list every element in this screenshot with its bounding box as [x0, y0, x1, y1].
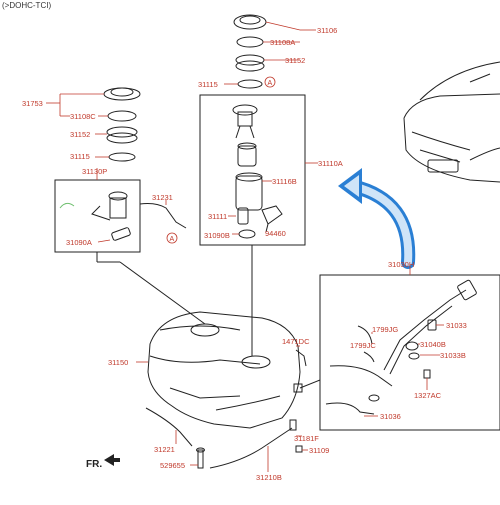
- svg-text:A: A: [268, 80, 273, 87]
- label-31221: 31221: [154, 445, 175, 454]
- sender-94460[interactable]: [261, 205, 283, 233]
- label-31210b: 31210B: [256, 473, 282, 482]
- bracket-31040b[interactable]: [405, 341, 419, 351]
- bolt-31181f[interactable]: [289, 419, 297, 431]
- hose-1799jg[interactable]: [357, 325, 373, 345]
- label-31150: 31150: [108, 358, 128, 367]
- vehicle-illustration: [403, 61, 500, 183]
- hose-1471dc[interactable]: [293, 349, 307, 393]
- label-31033: 31033: [446, 321, 467, 330]
- label-31040b: 31040B: [420, 340, 446, 349]
- label-31231: 31231: [152, 193, 173, 202]
- sender-wire-31231[interactable]: [139, 203, 187, 229]
- filler-neck-box: [319, 274, 500, 431]
- label-31109: 31109: [309, 446, 329, 455]
- ring-31152-left[interactable]: [106, 126, 138, 144]
- strap-31210b[interactable]: [209, 427, 293, 469]
- fuel-tank-31150[interactable]: [147, 311, 301, 429]
- label-31111: 31111: [208, 212, 227, 221]
- ref-a-marker-left: A: [166, 232, 178, 244]
- sender-assembly[interactable]: [59, 191, 128, 221]
- label-1327ac: 1327AC: [414, 391, 442, 400]
- label-31033b: 31033B: [440, 351, 466, 360]
- strainer-31090a[interactable]: [111, 227, 131, 241]
- oring-31115-left[interactable]: [108, 152, 136, 162]
- label-31110a: 31110A: [318, 159, 343, 168]
- label-31115-left: 31115: [70, 152, 90, 161]
- label-31036: 31036: [380, 412, 401, 421]
- label-529655: 529655: [160, 461, 185, 470]
- pump-motor-31111[interactable]: [237, 207, 249, 225]
- strap-31221[interactable]: [145, 407, 193, 447]
- direction-arrow: [338, 168, 416, 269]
- label-31152-left: 31152: [70, 130, 90, 139]
- ref-a-marker-top: A: [264, 76, 276, 88]
- pump-module-flange[interactable]: [232, 104, 258, 139]
- bolt-1327ac[interactable]: [423, 369, 431, 379]
- label-31108a: 31108A: [270, 38, 295, 47]
- pump-reservoir-31116b[interactable]: [235, 172, 263, 211]
- bracket-31033b[interactable]: [408, 352, 420, 360]
- bolt-529655[interactable]: [196, 447, 205, 469]
- label-1799jc: 1799JC: [350, 341, 376, 350]
- cap-31753[interactable]: [103, 87, 141, 101]
- label-1471dc: 1471DC: [282, 337, 310, 346]
- gasket-31108a[interactable]: [236, 36, 264, 48]
- fuel-filter[interactable]: [237, 142, 257, 167]
- svg-text:FR.: FR.: [86, 459, 102, 470]
- strainer-31090b[interactable]: [238, 229, 256, 239]
- front-direction-indicator: FR.: [86, 454, 120, 470]
- gasket-31108c[interactable]: [107, 110, 137, 122]
- label-31130p: 31130P: [82, 167, 107, 176]
- fuel-pump-cap[interactable]: [233, 14, 267, 30]
- label-31116b: 31116B: [272, 177, 297, 186]
- label-31090b: 31090B: [204, 231, 230, 240]
- label-31108c: 31108C: [70, 112, 96, 121]
- ring-31152-top[interactable]: [235, 54, 265, 72]
- hose-1799jc[interactable]: [363, 351, 375, 363]
- label-94460: 94460: [265, 229, 286, 238]
- filler-neck-pipe[interactable]: [329, 279, 477, 387]
- oring-31115-top[interactable]: [237, 79, 263, 89]
- diagram-header: (>DOHC-TCI): [2, 1, 51, 10]
- hose-31036[interactable]: [325, 394, 380, 415]
- label-31152-top: 31152: [285, 56, 305, 65]
- label-31753: 31753: [22, 99, 43, 108]
- label-31115-top: 31115: [198, 80, 218, 89]
- svg-text:A: A: [170, 236, 175, 243]
- label-31030h: 31030H: [388, 260, 414, 269]
- label-31090a: 31090A: [66, 238, 92, 247]
- label-31106: 31106: [317, 26, 337, 35]
- nut-31109[interactable]: [295, 445, 303, 453]
- label-1799jg: 1799JG: [372, 325, 398, 334]
- label-31181f: 31181F: [294, 434, 319, 443]
